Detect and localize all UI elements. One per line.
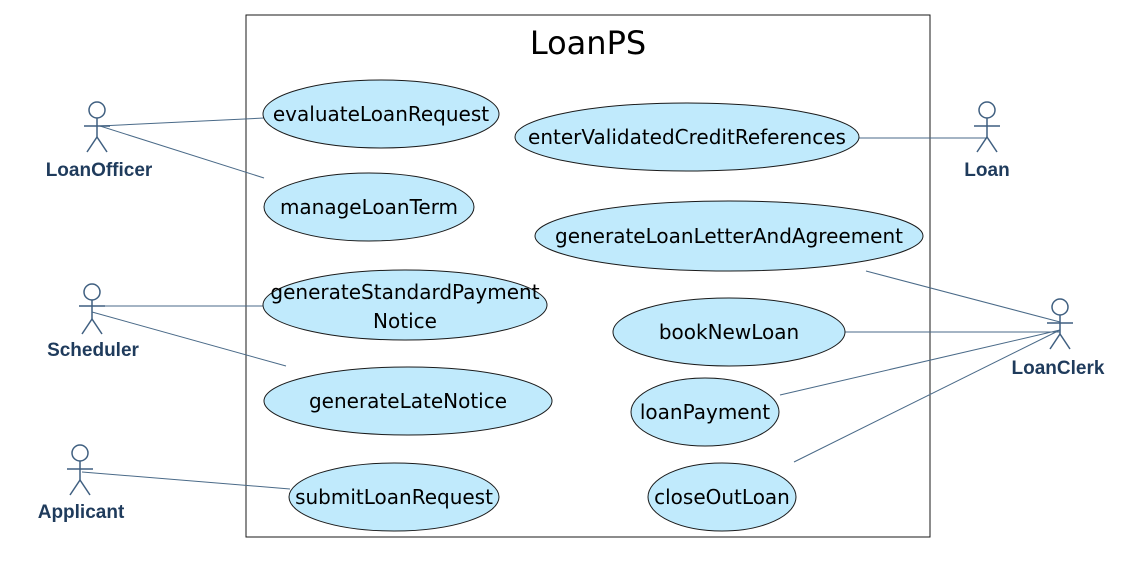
association-loanclerk-closeoutloan — [793, 329, 1061, 463]
use-case-label: enterValidatedCreditReferences — [528, 125, 846, 149]
association-scheduler-generatelatenotice — [91, 311, 287, 367]
actor-label: Loan — [964, 160, 1009, 181]
use-case-label: bookNewLoan — [659, 320, 799, 344]
association-loanclerk-loanpayment — [779, 329, 1061, 396]
actor-applicant[interactable]: Applicant — [38, 444, 125, 523]
actor-label: LoanOfficer — [46, 160, 153, 181]
actor-label: Scheduler — [47, 340, 139, 361]
actor-label: LoanClerk — [1012, 358, 1105, 379]
association-loanofficer-manageloanterm — [99, 125, 265, 179]
associations — [81, 117, 1061, 490]
use-case-label-line2: Notice — [373, 309, 437, 333]
use-case-label: generateLoanLetterAndAgreement — [555, 224, 903, 248]
use-case-close-out-loan[interactable]: closeOutLoan — [647, 462, 797, 532]
use-case-label-line1: generateStandardPayment — [270, 280, 539, 304]
actor-label: Applicant — [38, 502, 125, 523]
association-loanofficer-evaluateloanrequest — [99, 117, 265, 127]
use-case-label: manageLoanTerm — [280, 195, 458, 219]
stick-figure-icon — [84, 101, 110, 153]
use-case-submit-loan-request[interactable]: submitLoanRequest — [288, 462, 500, 532]
use-case-label: closeOutLoan — [654, 485, 790, 509]
use-case-book-new-loan[interactable]: bookNewLoan — [612, 297, 846, 367]
use-case-evaluate-loan-request[interactable]: evaluateLoanRequest — [262, 79, 500, 149]
actor-scheduler[interactable]: Scheduler — [47, 283, 140, 361]
actor-loan[interactable]: Loan — [964, 101, 1010, 181]
stick-figure-icon — [1047, 298, 1073, 350]
use-case-label: evaluateLoanRequest — [273, 102, 489, 126]
stick-figure-icon — [67, 444, 93, 496]
use-case-generate-late-notice[interactable]: generateLateNotice — [263, 366, 553, 436]
stick-figure-icon — [974, 101, 1000, 153]
use-case-label: submitLoanRequest — [295, 485, 493, 509]
actor-loan-officer[interactable]: LoanOfficer — [46, 101, 153, 181]
use-case-manage-loan-term[interactable]: manageLoanTerm — [263, 172, 475, 242]
actor-loan-clerk[interactable]: LoanClerk — [1012, 298, 1105, 379]
association-applicant-submitloanrequest — [81, 471, 291, 490]
system-title: LoanPS — [530, 24, 646, 62]
association-loanclerk-generateloanletterandagreement — [865, 270, 1061, 323]
use-case-enter-validated-credit-references[interactable]: enterValidatedCreditReferences — [514, 102, 860, 172]
use-case-loan-payment[interactable]: loanPayment — [630, 377, 780, 447]
use-case-label: generateLateNotice — [309, 389, 507, 413]
use-case-label: loanPayment — [640, 400, 770, 424]
stick-figure-icon — [79, 283, 105, 335]
use-case-generate-standard-payment-notice[interactable]: generateStandardPayment Notice — [262, 269, 548, 341]
use-case-generate-loan-letter-and-agreement[interactable]: generateLoanLetterAndAgreement — [534, 200, 924, 272]
